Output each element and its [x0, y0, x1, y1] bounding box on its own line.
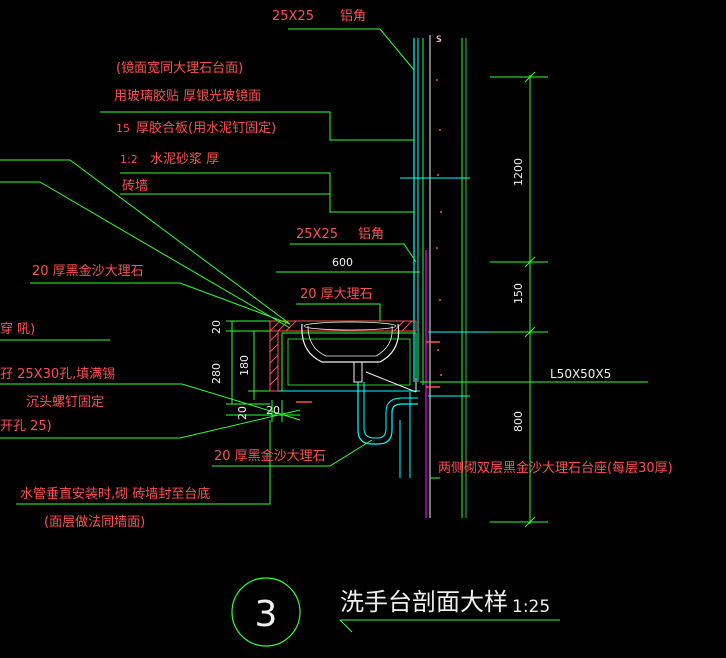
dim-280: 280 [210, 363, 223, 384]
label-marble-gold-bottom: 20 厚黑金沙大理石 [214, 448, 326, 464]
drawing-title: 3 洗手台剖面大样 1:25 [231, 577, 550, 647]
label-top-mark: S [436, 35, 442, 45]
label-brick-wall: 砖墙 [122, 179, 148, 194]
dim-20-a: 20 [210, 320, 223, 334]
dim-150: 150 [512, 283, 525, 304]
label-plywood-num: 15 [116, 122, 130, 135]
label-left-cut-3: 沉头螺钉固定 [26, 395, 104, 410]
label-mirror-glue: 用玻璃胶贴 厚银光玻镜面 [114, 88, 261, 104]
label-marble-20-top: 20 厚大理石 [300, 287, 373, 302]
label-alu-angle-mid-size: 25X25 [296, 227, 338, 242]
label-left-cut-1: 穿 吼) [0, 321, 35, 337]
dimension-labels: 1200 150 800 600 20 280 180 20 20 [210, 158, 525, 432]
dim-1200: 1200 [512, 158, 525, 186]
label-alu-angle-top-size: 25X25 [272, 9, 314, 24]
label-left-cut-4: 开孔 25) [0, 419, 52, 434]
dimension-chain [490, 71, 548, 528]
title-text: 洗手台剖面大样 [340, 588, 508, 616]
dim-20-b: 20 [236, 406, 249, 420]
dim-20-c: 20 [266, 404, 280, 417]
label-pipe-note-sub: (面层做法同墙面) [44, 515, 145, 530]
title-number: 3 [255, 594, 278, 635]
title-scale: 1:25 [512, 597, 550, 617]
label-left-cut-2: 孖 25X30孔,填满锡 [0, 367, 115, 382]
wall-structure [399, 35, 467, 518]
label-alu-angle-mid-name: 铝角 [358, 227, 384, 242]
label-alu-angle-top-name: 铝角 [340, 9, 366, 24]
dim-180: 180 [238, 355, 251, 376]
label-marble-gold-top: 20 厚黑金沙大理石 [32, 263, 144, 279]
leader-lines [0, 28, 560, 633]
label-base-note: 两侧砌双层黑金沙大理石台座(每层30厚) [438, 460, 673, 476]
dim-800: 800 [512, 411, 525, 432]
annotation-labels: 25X25 铝角 (镜面宽同大理石台面) 用玻璃胶贴 厚银光玻镜面 15 厚胶合… [0, 9, 673, 530]
label-angle-steel: L50X50X5 [550, 367, 611, 381]
label-mortar-ratio: 1:2 [120, 153, 138, 166]
reference-lines [400, 177, 648, 397]
label-plywood-text: 厚胶合板(用水泥钉固定) [136, 120, 276, 136]
dim-600: 600 [332, 256, 353, 269]
label-pipe-note: 水管垂直安装时,砌 砖墙封至台底 [20, 486, 210, 502]
label-mortar-text: 水泥砂浆 厚 [150, 152, 219, 167]
title-circle [231, 577, 301, 647]
label-mirror-edge: (镜面宽同大理石台面) [116, 60, 243, 76]
